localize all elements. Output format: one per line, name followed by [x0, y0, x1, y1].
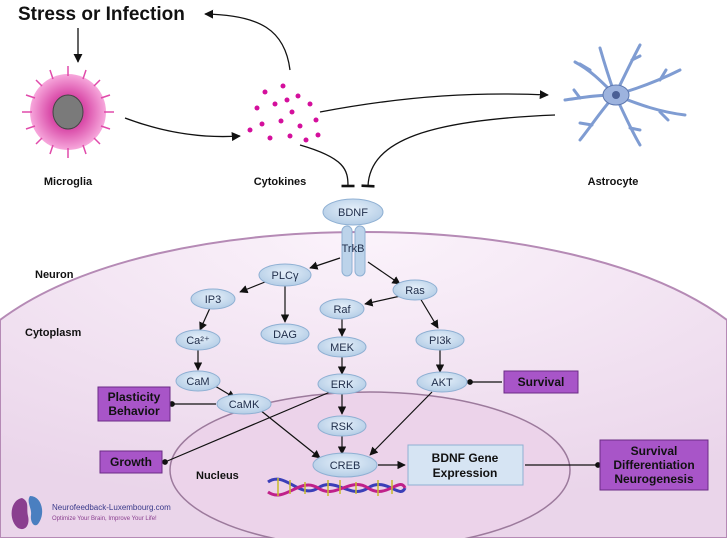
nucleus-label: Nucleus — [196, 470, 239, 482]
ip3-label: IP3 — [205, 294, 222, 306]
node-akt — [416, 371, 468, 393]
outcomes-line3: Neurogenesis — [614, 472, 694, 486]
survival-box — [503, 370, 579, 394]
gene-expression-line1: BDNF Gene — [432, 451, 499, 465]
neuron-label: Neuron — [35, 269, 74, 281]
cytoplasm-label: Cytoplasm — [25, 327, 81, 339]
signal-labels: PLCγ IP3 DAG Ca²⁺ CaM CaMK Ras Raf MEK E… — [186, 270, 453, 472]
growth-label: Growth — [110, 455, 152, 469]
dna-helix — [267, 477, 407, 497]
outcomes-box — [599, 439, 709, 491]
node-plcy — [258, 263, 312, 287]
logo-name: Neurofeedback-Luxembourg.com — [52, 503, 171, 512]
akt-label: AKT — [431, 377, 453, 389]
node-raf — [319, 298, 365, 320]
top-arrows — [73, 9, 556, 188]
microglia-label: Microglia — [44, 176, 93, 188]
logo-tagline: Optimize Your Brain, Improve Your Life! — [52, 516, 157, 522]
node-ip3 — [190, 288, 236, 310]
node-erk — [317, 373, 367, 395]
outcomes-line1: Survival — [631, 444, 678, 458]
mek-label: MEK — [330, 342, 355, 354]
node-mek — [317, 336, 367, 358]
trkb-right — [354, 225, 366, 277]
signal-nodes — [175, 263, 468, 478]
trkb-left — [341, 225, 353, 277]
node-rsk — [317, 415, 367, 437]
node-pi3k — [415, 329, 465, 351]
node-bdnf — [322, 198, 384, 226]
camk-label: CaMK — [229, 399, 260, 411]
bdnf-label: BDNF — [338, 207, 368, 219]
astrocyte-nucleus — [612, 91, 620, 99]
ca-label: Ca²⁺ — [186, 335, 210, 347]
logo-right-lobe — [28, 496, 43, 526]
gene-expression-line2: Expression — [433, 466, 498, 480]
survival-label: Survival — [518, 375, 565, 389]
plcy-label: PLCγ — [272, 270, 299, 282]
microglia-cell — [22, 66, 114, 158]
node-dag — [260, 323, 310, 345]
plasticity-line1: Plasticity — [108, 390, 161, 404]
gene-expression-box — [407, 444, 524, 486]
trkb-label: TrkB — [342, 243, 365, 255]
node-ras — [392, 279, 438, 301]
creb-label: CREB — [330, 460, 361, 472]
logo-left-lobe — [11, 498, 29, 530]
plasticity-box — [97, 386, 171, 422]
node-ca — [175, 329, 221, 351]
cam-label: CaM — [186, 376, 209, 388]
astrocyte-label: Astrocyte — [588, 176, 639, 188]
rsk-label: RSK — [331, 421, 354, 433]
pi3k-label: PI3k — [429, 335, 452, 347]
node-cam — [175, 370, 221, 392]
growth-box — [99, 450, 163, 474]
plasticity-line2: Behavior — [108, 404, 160, 418]
cytokine-dots — [247, 83, 321, 143]
erk-label: ERK — [331, 379, 354, 391]
node-creb — [312, 452, 378, 478]
title: Stress or Infection — [18, 4, 185, 25]
outcomes-line2: Differentiation — [613, 458, 694, 472]
node-camk — [216, 393, 272, 415]
dag-label: DAG — [273, 329, 297, 341]
ras-label: Ras — [405, 285, 425, 297]
raf-label: Raf — [333, 304, 351, 316]
cytokines-label: Cytokines — [254, 176, 307, 188]
logo: Neurofeedback-Luxembourg.com Optimize Yo… — [11, 496, 171, 530]
pathway-arrows — [162, 257, 601, 470]
